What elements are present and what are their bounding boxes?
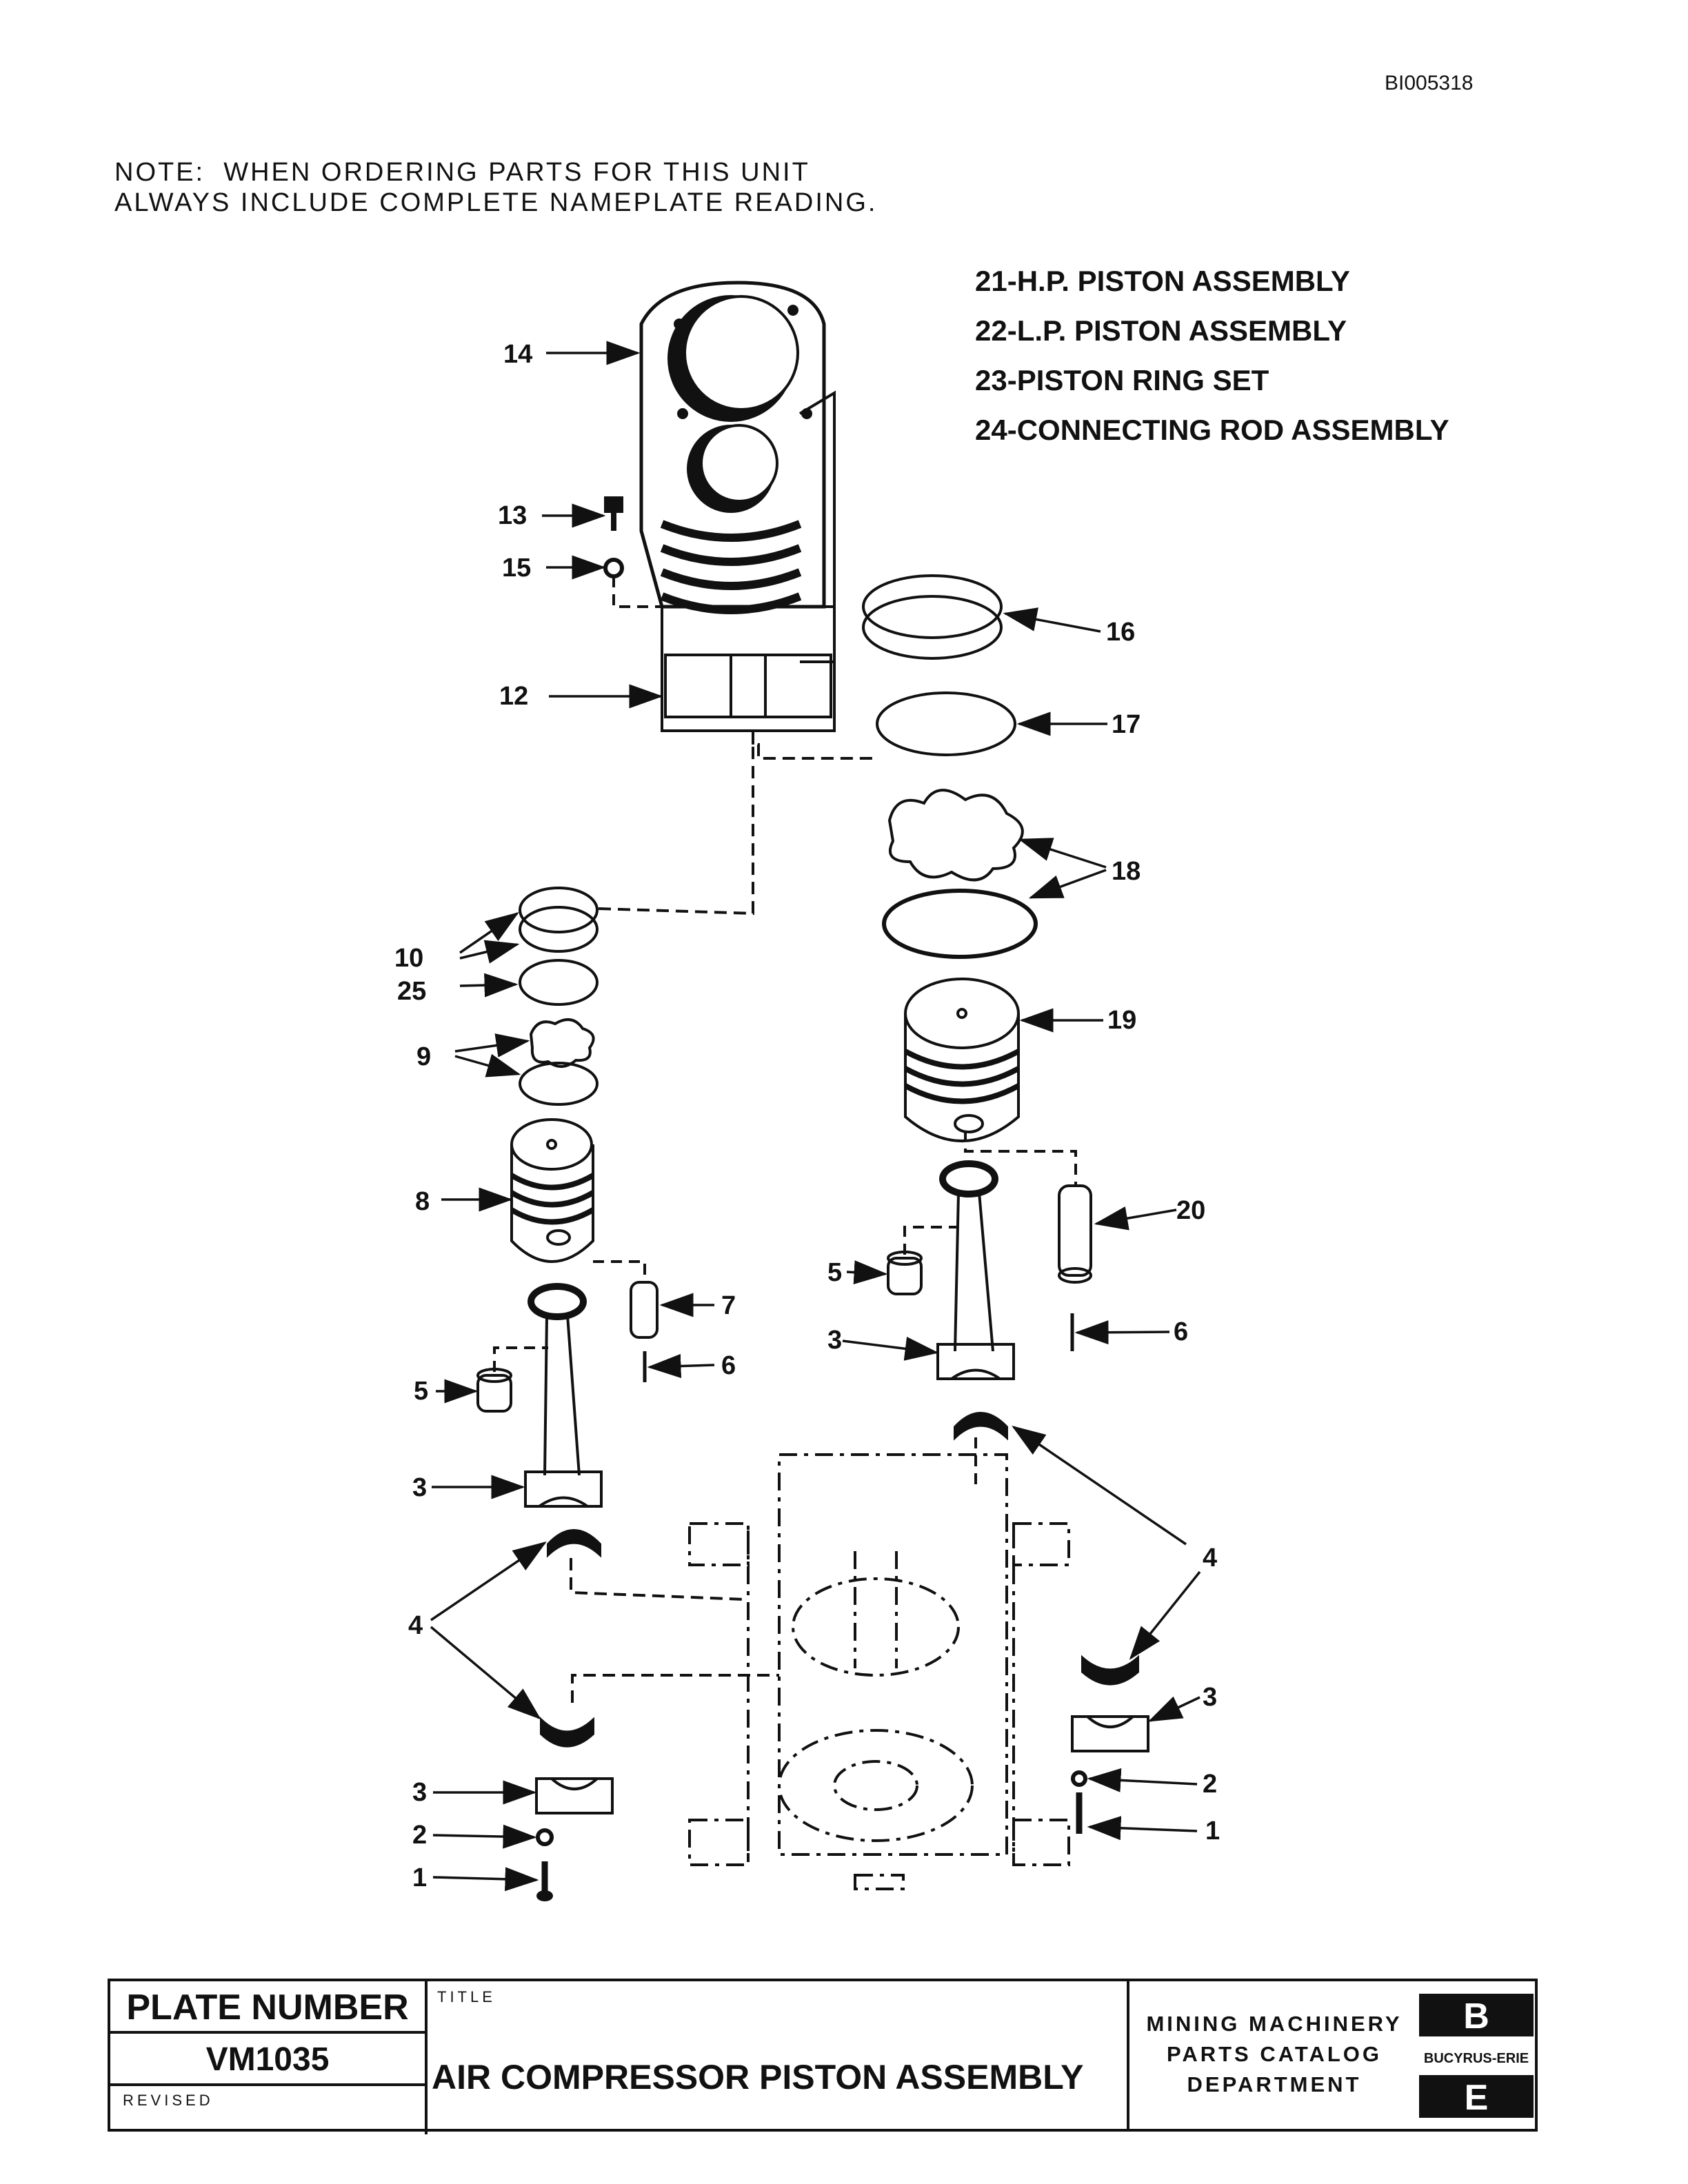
callout-3-left-cap: 3 [412,1778,427,1807]
callout-3-right-cap: 3 [1203,1683,1217,1712]
logo-letter-e: E [1465,2078,1489,2118]
callout-18: 18 [1112,857,1141,886]
hp-compression-ring [519,1062,599,1106]
callout-16: 16 [1106,618,1135,647]
lp-rod-bearing-lower [1081,1655,1139,1686]
lp-rod-cap [1071,1715,1149,1752]
legend-item-23: 23-PISTON RING SET [975,364,1269,396]
note-line-1: NOTE: WHEN ORDERING PARTS FOR THIS UNIT [114,158,810,187]
dept-line-2: PARTS CATALOG [1166,2042,1383,2066]
legend-item-21: 21-H.P. PISTON ASSEMBLY [975,265,1350,297]
callout-4-left: 4 [408,1611,423,1640]
title-label: TITLE [437,1988,496,2005]
cylinder-head [639,281,836,663]
bucyrus-erie-logo: B BUCYRUS-ERIE E [1419,1994,1534,2118]
title-block: PLATE NUMBER VM1035 REVISED TITLE AIR CO… [108,1979,1538,2134]
logo-letter-b: B [1463,1996,1489,2036]
lp-rod-bushing [887,1251,923,1295]
lp-piston-pin [1058,1184,1092,1284]
hp-piston-pin [630,1281,659,1339]
dept-line-3: DEPARTMENT [1187,2072,1362,2096]
hp-cap-washer [536,1828,554,1846]
callout-13: 13 [498,501,527,530]
plate-number-label: PLATE NUMBER [110,1981,428,2034]
head-bolt [604,496,623,531]
callout-14: 14 [503,340,532,369]
callout-labels: 14 13 15 12 16 17 18 19 10 25 9 8 20 7 5… [394,340,1220,1892]
department-cell: MINING MACHINERY PARTS CATALOG DEPARTMEN… [1129,1981,1536,2132]
hp-oil-ring [519,959,599,1006]
hp-piston-rings [519,887,599,953]
exploded-parts-diagram: 14 13 15 12 16 17 18 19 10 25 9 8 20 7 5… [394,281,1220,1901]
legend-item-24: 24-CONNECTING ROD ASSEMBLY [975,414,1449,446]
callout-3-left-rod: 3 [412,1473,427,1502]
hp-rod-bearing-upper [547,1529,601,1558]
hp-connecting-rod [524,1283,603,1508]
callout-1-right: 1 [1205,1817,1220,1846]
callout-2-left: 2 [412,1821,427,1850]
callout-10: 10 [394,944,423,973]
hp-rod-bushing [476,1368,512,1413]
note-line-2: ALWAYS INCLUDE COMPLETE NAMEPLATE READIN… [114,188,878,217]
assembly-legend: 21-H.P. PISTON ASSEMBLY 22-L.P. PISTON A… [975,256,1449,455]
dept-line-1: MINING MACHINERY [1146,2012,1403,2036]
lp-rod-bearing-upper [954,1412,1008,1441]
lp-connecting-rod [936,1160,1015,1380]
callout-19: 19 [1107,1006,1136,1035]
lp-oil-ring [876,691,1016,756]
bolt-washer [603,558,624,578]
hp-expander-ring [529,1018,595,1068]
hp-cap-bolt [536,1861,553,1901]
title-cell: TITLE AIR COMPRESSOR PISTON ASSEMBLY [428,1981,1129,2132]
callout-17: 17 [1112,710,1141,739]
callout-12: 12 [499,682,528,711]
revised-label: REVISED [110,2086,428,2134]
callout-leaders [430,341,1201,1892]
hp-rod-bearing-lower [540,1717,594,1748]
callout-7: 7 [721,1291,736,1320]
callout-1-left: 1 [412,1863,427,1892]
plate-number: VM1035 [110,2034,428,2086]
lp-piston [904,978,1020,1142]
cylinder-gasket [661,605,836,732]
lp-compression-ring [882,889,1038,959]
hp-piston [510,1118,595,1263]
document-id: BI005318 [1385,72,1474,94]
lp-piston-rings [862,574,1003,660]
callout-6-left: 6 [721,1351,736,1380]
callout-9: 9 [416,1042,431,1071]
callout-2-right: 2 [1203,1770,1217,1799]
callout-5-right: 5 [827,1258,842,1287]
callout-5-left: 5 [414,1377,428,1406]
legend-item-22: 22-L.P. PISTON ASSEMBLY [975,314,1347,347]
callout-8: 8 [415,1187,430,1216]
crankcase-phantom [688,1453,1070,1890]
lp-expander-ring [887,789,1024,882]
callout-4-right: 4 [1203,1544,1217,1573]
drawing-title: AIR COMPRESSOR PISTON ASSEMBLY [432,2058,1084,2096]
ordering-note: NOTE: WHEN ORDERING PARTS FOR THIS UNIT … [114,157,877,218]
callout-20: 20 [1176,1196,1205,1225]
callout-15: 15 [502,554,531,583]
callout-6-right: 6 [1174,1317,1188,1346]
logo-brand-text: BUCYRUS-ERIE [1424,2051,1529,2066]
callout-25: 25 [397,977,426,1006]
callout-3-right-rod: 3 [827,1326,842,1355]
lp-cap-washer [1071,1770,1087,1787]
hp-rod-cap [535,1777,614,1814]
